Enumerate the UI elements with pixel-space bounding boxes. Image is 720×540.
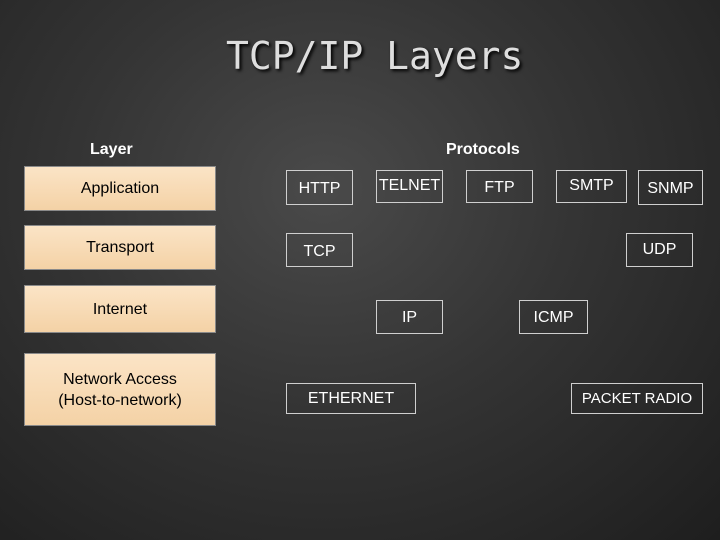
protocol-http-label: HTTP — [298, 179, 341, 197]
layer-internet-label: Internet — [92, 300, 148, 318]
protocol-smtp: SMTP — [556, 170, 627, 203]
protocol-ethernet: ETHERNET — [286, 383, 416, 414]
protocol-telnet-label: TELNET — [378, 177, 441, 194]
protocol-udp: UDP — [626, 233, 693, 267]
protocol-http: HTTP — [286, 170, 353, 205]
protocol-ethernet-label: ETHERNET — [307, 389, 395, 407]
layer-network-access-label: Network Access (Host-to-network) — [58, 370, 182, 409]
protocol-smtp-label: SMTP — [569, 177, 614, 194]
protocol-ip: IP — [376, 300, 443, 334]
protocol-icmp: ICMP — [519, 300, 588, 334]
protocol-tcp: TCP — [286, 233, 353, 267]
protocol-ip-label: IP — [401, 309, 418, 326]
protocol-ftp-label: FTP — [484, 178, 515, 196]
layer-network-access: Network Access (Host-to-network) — [24, 353, 216, 426]
protocol-ftp: FTP — [466, 170, 533, 203]
protocol-icmp-label: ICMP — [533, 309, 574, 326]
slide-title: TCP/IP Layers — [226, 34, 524, 78]
protocols-column-header: Protocols — [446, 141, 520, 158]
protocol-snmp: SNMP — [638, 170, 703, 205]
protocol-snmp-label: SNMP — [647, 179, 694, 197]
layer-application-label: Application — [80, 180, 160, 197]
protocol-packet-radio-label: PACKET RADIO — [581, 390, 693, 407]
protocol-tcp-label: TCP — [303, 243, 336, 260]
protocol-packet-radio: PACKET RADIO — [571, 383, 703, 414]
layer-transport-label: Transport — [86, 239, 154, 256]
protocol-udp-label: UDP — [642, 241, 677, 258]
layer-internet: Internet — [24, 285, 216, 333]
protocol-telnet: TELNET — [376, 170, 443, 203]
layer-application: Application — [24, 166, 216, 211]
layer-column-header: Layer — [90, 141, 133, 158]
layer-transport: Transport — [24, 225, 216, 270]
